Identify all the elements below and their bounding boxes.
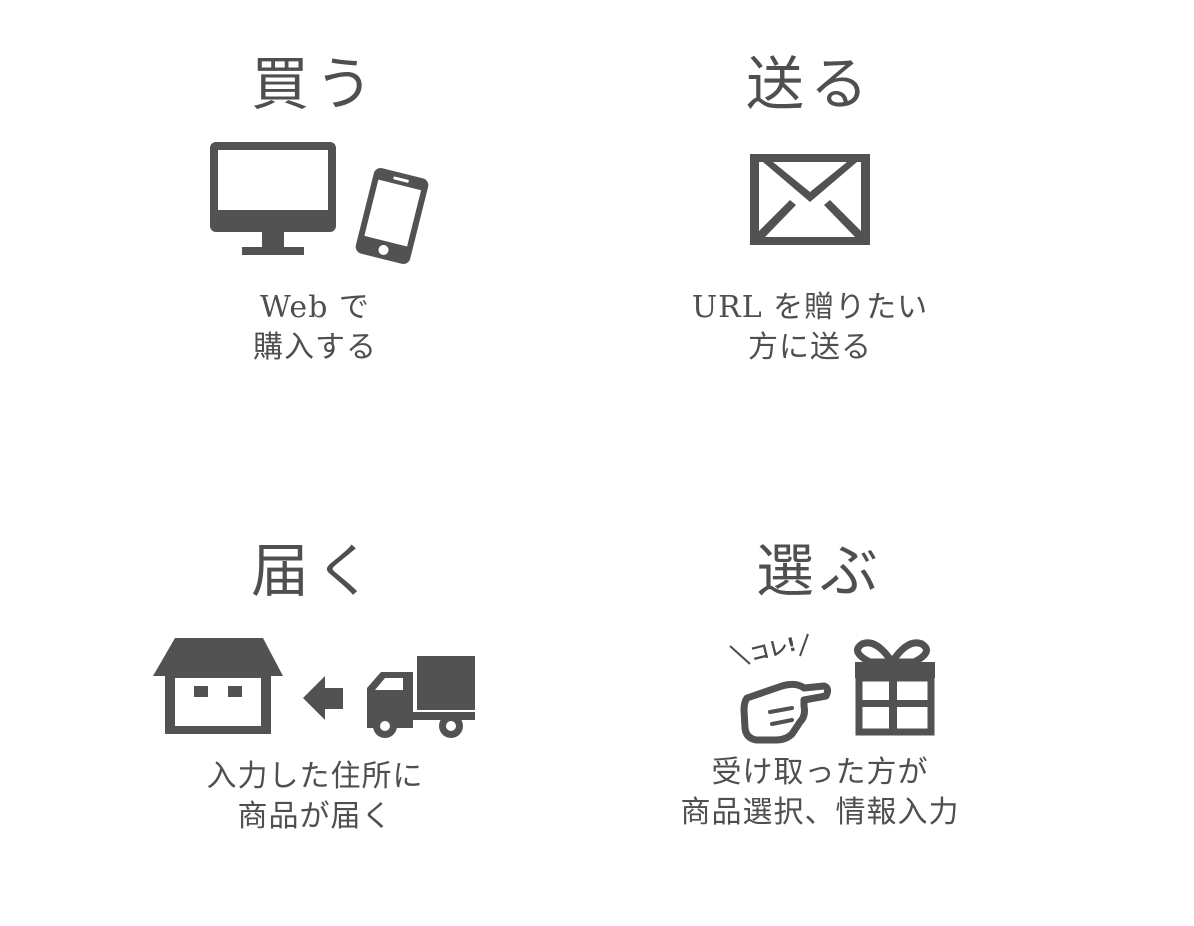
- buy-illustration: [210, 142, 429, 264]
- step-description-line: 商品が届く: [237, 799, 393, 834]
- step-description-line: 商品選択、情報入力: [680, 795, 960, 830]
- step-illustration: [150, 140, 480, 265]
- step-description-line: URL を贈りたい: [691, 290, 929, 325]
- arrow-left-icon: [303, 676, 343, 720]
- step-deliver: 届く 入力した住所: [140, 535, 490, 865]
- step-description-line: 購入する: [253, 330, 377, 365]
- step-description-line: 受け取った方が: [711, 755, 929, 790]
- step-illustration: コレ!: [670, 630, 970, 750]
- step-buy: 買う Web で 購入する: [150, 50, 480, 380]
- step-description: 受け取った方が 商品選択、情報入力: [670, 753, 970, 833]
- step-send: 送る URL を贈りたい 方に送る: [660, 50, 960, 380]
- choose-illustration: コレ!: [729, 633, 935, 744]
- step-title: 届く: [250, 537, 379, 605]
- step-description-line: 入力した住所に: [206, 759, 424, 794]
- step-description-line: 方に送る: [748, 330, 872, 365]
- callout-text: コレ!: [748, 633, 799, 666]
- gift-box-icon: [854, 639, 935, 736]
- desktop-monitor-icon: [210, 142, 336, 255]
- step-choose: 選ぶ コレ! 受け取った方が 商品選択、情報入力: [670, 535, 970, 865]
- step-illustration: [140, 630, 490, 740]
- step-title: 買う: [250, 50, 379, 118]
- step-title: 送る: [745, 50, 874, 118]
- callout-lines: [729, 633, 809, 665]
- smartphone-icon: [355, 168, 429, 264]
- step-description: URL を贈りたい 方に送る: [660, 288, 960, 368]
- send-illustration: [750, 154, 870, 245]
- pointing-hand-icon: [740, 680, 832, 744]
- step-title: 選ぶ: [755, 537, 884, 605]
- house-icon: [153, 638, 283, 734]
- step-illustration: [660, 140, 960, 265]
- delivery-truck-icon: [367, 656, 475, 738]
- step-description: Web で 購入する: [150, 288, 480, 368]
- step-description: 入力した住所に 商品が届く: [140, 757, 490, 837]
- deliver-illustration: [153, 638, 475, 738]
- step-description-line: Web で: [260, 290, 370, 325]
- envelope-icon: [750, 154, 870, 245]
